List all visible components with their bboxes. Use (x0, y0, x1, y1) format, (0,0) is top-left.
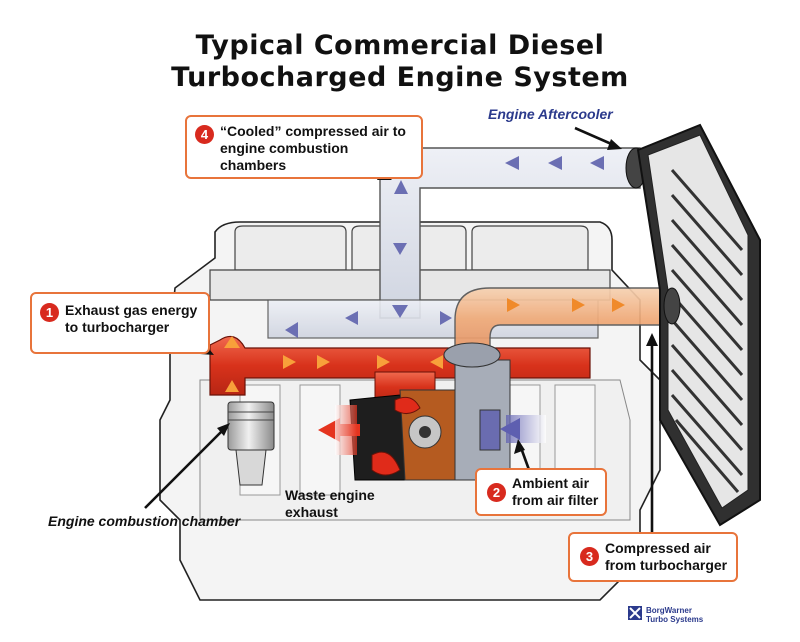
diagram-title-line2: Turbocharged Engine System (171, 62, 629, 93)
callout-3-line1: Compressed air (605, 540, 711, 556)
callout-2: 2 Ambient air from air filter (475, 468, 607, 516)
callout-4-line1: “Cooled” compressed air to (220, 123, 406, 139)
aftercooler (625, 123, 761, 527)
callout-4-line2: engine combustion (220, 140, 349, 156)
borgwarner-logo: BorgWarner Turbo Systems (628, 604, 738, 626)
callout-4-line3: chambers (220, 157, 287, 173)
callout-4: 4 “Cooled” compressed air to engine comb… (185, 115, 423, 179)
waste-exhaust-stream (335, 405, 357, 455)
borgwarner-logo-icon (628, 606, 642, 620)
callout-1-line1: Exhaust gas energy (65, 302, 198, 318)
combustion-chamber-label: Engine combustion chamber (48, 513, 241, 529)
callout-2-line1: Ambient air (512, 475, 590, 491)
callout-1-line2: to turbocharger (65, 319, 170, 335)
turbocharger (349, 342, 511, 481)
callout-3: 3 Compressed air from turbocharger (568, 532, 738, 582)
compressed-air-arrows (507, 298, 625, 312)
waste-exhaust-label-line1: Waste engine (285, 487, 375, 503)
callout-2-badge: 2 (487, 483, 506, 502)
cool-air-arrows (285, 156, 604, 338)
callout-3-line2: from turbocharger (605, 557, 728, 573)
intake-arrow (500, 418, 520, 440)
logo-line2: Turbo Systems (646, 615, 704, 624)
callout-1-badge: 1 (40, 303, 59, 322)
aftercooler-label: Engine Aftercooler (488, 106, 613, 122)
callout-4-badge: 4 (195, 125, 214, 144)
logo-line1: BorgWarner (646, 606, 692, 615)
callout-3-badge: 3 (580, 547, 599, 566)
waste-exhaust-label-line2: exhaust (285, 504, 338, 520)
callout-2-line2: from air filter (512, 492, 599, 508)
diagram-title-line1: Typical Commercial Diesel (195, 30, 605, 61)
callout-1: 1 Exhaust gas energy to turbocharger (30, 292, 210, 354)
exhaust-arrows (224, 336, 443, 392)
